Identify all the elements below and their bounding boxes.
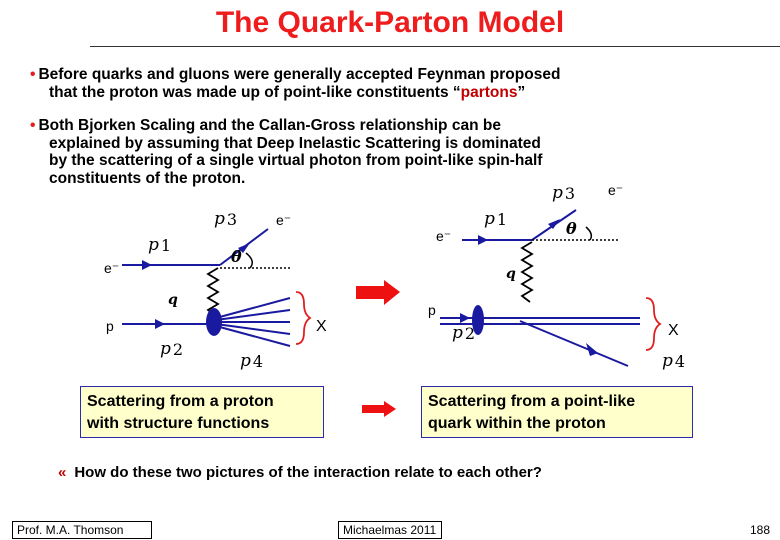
bullet-dot: •	[30, 117, 36, 134]
left-outgoing-electron-arrow	[238, 243, 250, 253]
footer-author: Prof. M.A. Thomson	[12, 521, 152, 539]
footer-term: Michaelmas 2011	[338, 521, 442, 539]
caption-right-line-2: quark within the proton	[428, 415, 606, 432]
left-hadrons-x-label: X	[316, 318, 327, 335]
bullet-1-line-2-end: ”	[517, 83, 526, 101]
right-electron-in-label: e⁻	[436, 228, 452, 244]
bullet-dot: •	[30, 66, 36, 83]
bullet-1-line-1: Before quarks and gluons were generally …	[38, 66, 561, 83]
left-electron-out-label: e⁻	[276, 212, 292, 228]
bullet-1: •Before quarks and gluons were generally…	[30, 66, 560, 101]
right-hadrons-x-label: X	[668, 322, 679, 339]
caption-left-line-2: with structure functions	[87, 415, 270, 432]
left-proton-label: p	[106, 318, 114, 334]
star-bullet-icon: «	[58, 464, 67, 481]
bullet-1-line-2-start: that the proton was made up of point-lik…	[49, 83, 461, 101]
left-hadron-brace	[295, 291, 312, 345]
left-q-label: q	[168, 292, 178, 308]
right-incoming-proton-arrow	[460, 313, 470, 323]
page-title: The Quark-Parton Model	[215, 6, 565, 39]
title-underline	[90, 46, 780, 47]
right-struck-quark-line	[519, 320, 629, 367]
caption-left-line-1: Scattering from a proton	[87, 393, 274, 410]
bullet-2-line-3: by the scattering of a single virtual ph…	[49, 152, 543, 169]
left-theta-label: θ	[231, 247, 242, 266]
right-struck-quark-arrow	[586, 343, 598, 356]
bullet-2-line-2: explained by assuming that Deep Inelasti…	[49, 134, 541, 152]
partons-highlight: partons	[460, 83, 518, 101]
left-hadron-line-1	[215, 297, 291, 319]
left-hadron-line-2	[215, 309, 291, 321]
right-proton-blob	[472, 305, 484, 335]
transition-arrow-top	[356, 280, 400, 305]
left-hadron-line-5	[215, 325, 291, 347]
caption-right: Scattering from a point-like quark withi…	[421, 386, 693, 438]
right-theta-arc	[585, 226, 593, 241]
right-outgoing-electron-arrow	[548, 219, 560, 229]
right-electron-out-label: e⁻	[608, 182, 624, 198]
right-hadron-brace	[645, 297, 662, 351]
left-theta-arc	[245, 252, 253, 269]
caption-left: Scattering from a proton with structure …	[80, 386, 324, 438]
left-diagram	[122, 228, 312, 347]
right-incoming-electron-arrow	[478, 235, 488, 245]
left-electron-in-label: e⁻	[104, 260, 120, 276]
bullet-2-line-1: Both Bjorken Scaling and the Callan-Gros…	[38, 117, 501, 134]
left-hadron-line-4	[215, 323, 291, 335]
left-incoming-proton-arrow	[155, 319, 165, 329]
left-photon-line	[206, 267, 220, 317]
caption-right-line-1: Scattering from a point-like	[428, 393, 636, 410]
right-theta-label: θ	[566, 219, 577, 238]
question-text: How do these two pictures of the interac…	[74, 464, 542, 481]
left-incoming-electron-arrow	[142, 260, 152, 270]
bullet-2-line-4: constituents of the proton.	[49, 169, 246, 187]
right-photon-line	[520, 241, 534, 303]
left-proton-blob	[206, 308, 222, 336]
question-line: « How do these two pictures of the intera…	[58, 464, 542, 482]
transition-arrow-bottom	[362, 401, 396, 417]
page-number: 188	[749, 523, 770, 537]
right-proton-label: p	[428, 302, 436, 318]
bullet-2: •Both Bjorken Scaling and the Callan-Gro…	[30, 117, 542, 187]
right-q-label: q	[506, 266, 516, 282]
right-diagram	[440, 209, 662, 367]
